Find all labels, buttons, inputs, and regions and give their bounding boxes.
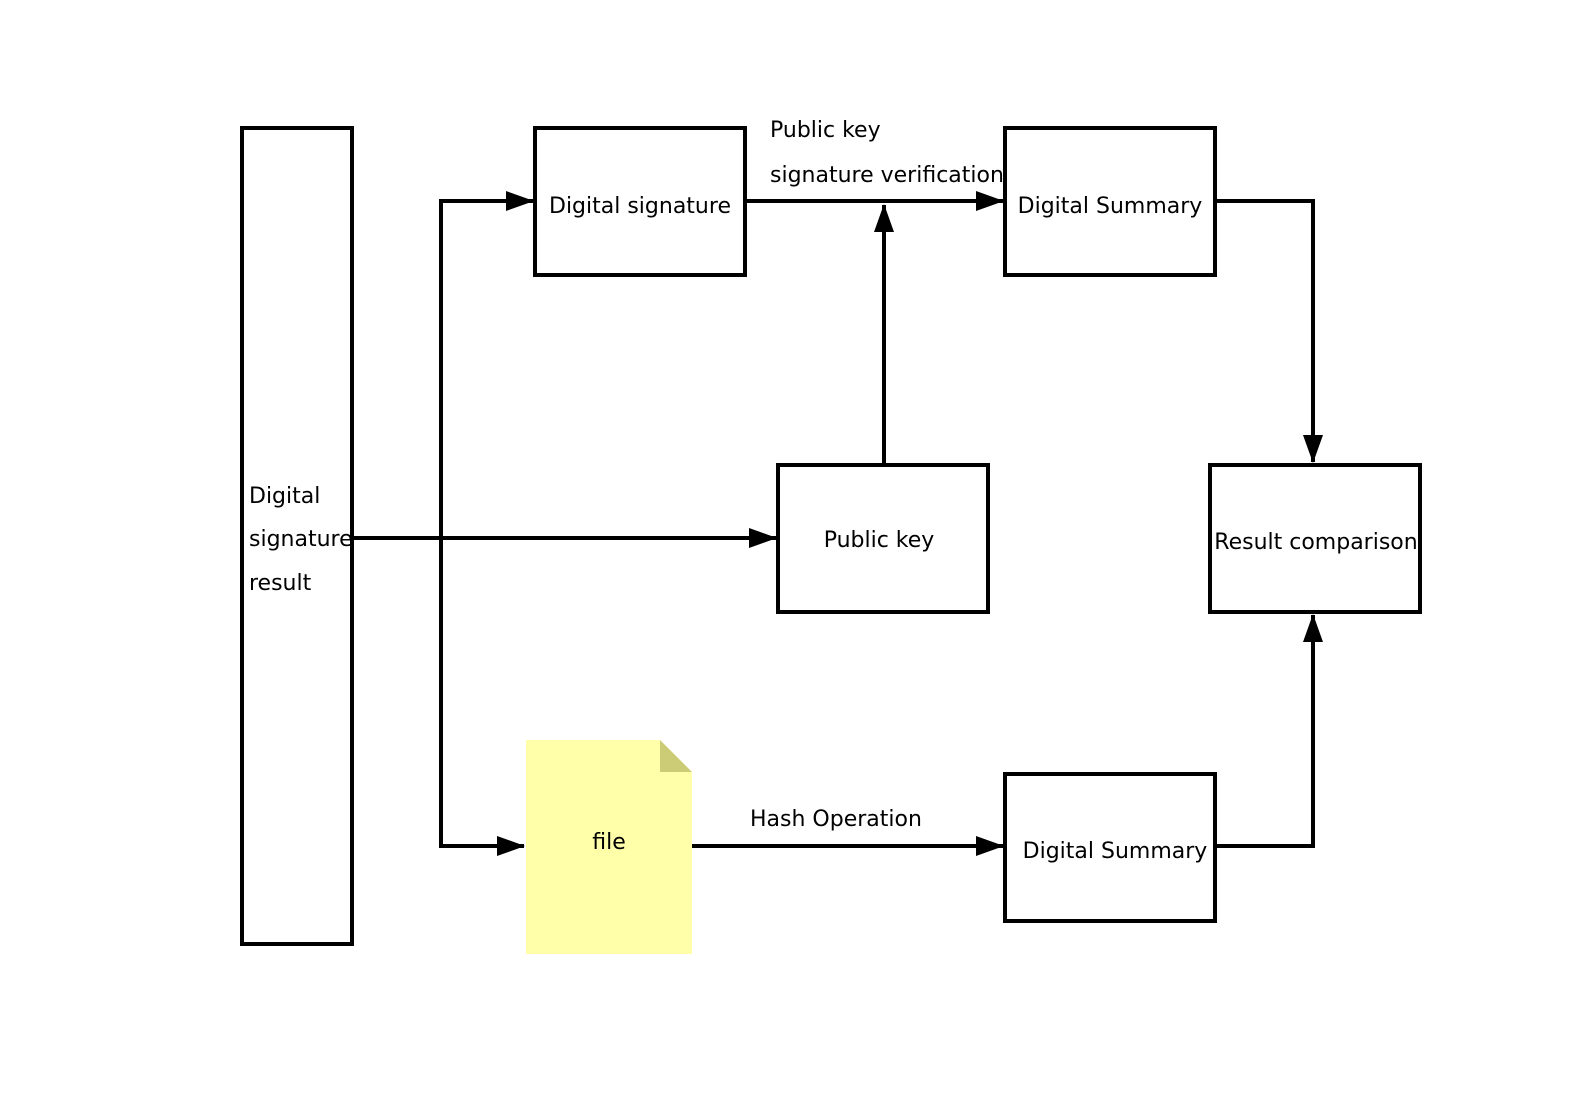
signature-result-label-line3: result <box>249 571 312 596</box>
hash-operation-label: Hash Operation <box>750 807 922 832</box>
digital-summary-bottom-label: Digital Summary <box>1023 839 1208 864</box>
public-key-label: Public key <box>824 528 935 553</box>
digital-summary-top-label: Digital Summary <box>1018 194 1203 219</box>
arrow-summary-top-to-comparison <box>1215 199 1323 463</box>
file-label: file <box>592 830 626 855</box>
result-comparison-label: Result comparison <box>1214 530 1417 555</box>
verification-label-line2: signature verification <box>770 163 1004 188</box>
result-comparison-box <box>1208 463 1422 614</box>
digital-signature-label: Digital signature <box>549 194 731 219</box>
file-note-shape <box>526 740 692 954</box>
verification-label-line1: Public key <box>770 118 881 143</box>
signature-result-label-line2: signature <box>249 527 353 552</box>
signature-result-label-line1: Digital <box>249 484 320 509</box>
arrow-summary-bottom-to-comparison <box>1215 614 1323 848</box>
